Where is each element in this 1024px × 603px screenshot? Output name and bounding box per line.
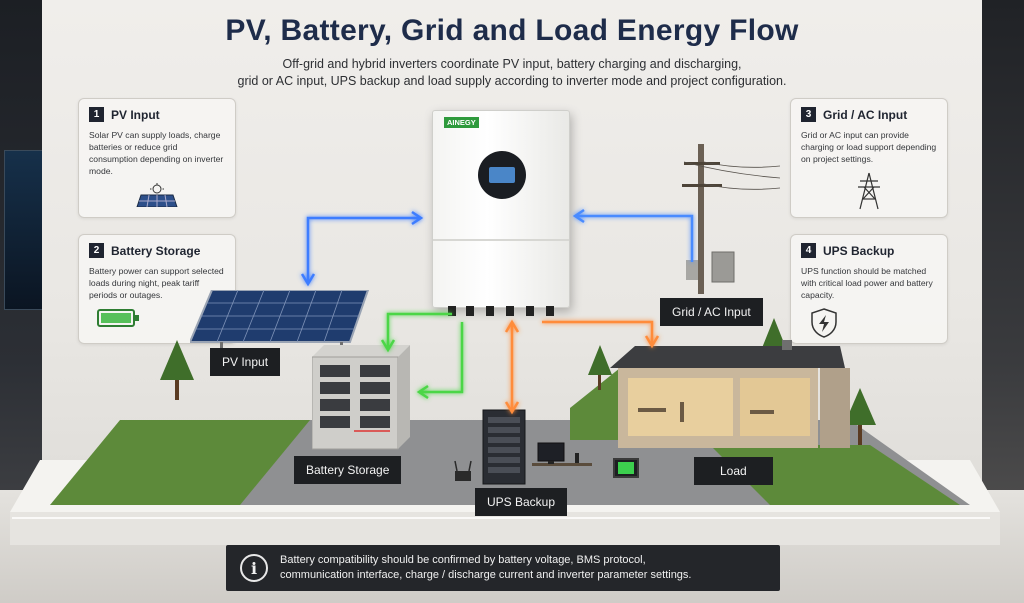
grass-house [570, 360, 630, 440]
inverter-terminals [448, 306, 554, 316]
card-title: PV Input [111, 107, 160, 122]
utility-pole [682, 144, 780, 294]
inverter-brand-logo: AINEGY [444, 117, 479, 128]
card-text: Solar PV can supply loads, charge batter… [89, 130, 224, 176]
card-number: 2 [89, 243, 104, 258]
load-display-icon [613, 458, 639, 478]
inverter-lcd [489, 167, 515, 183]
solar-panel-array [190, 290, 370, 364]
card-text: Battery power can support selected loads… [89, 266, 224, 300]
tree [160, 340, 194, 400]
card-text: UPS function should be matched with crit… [801, 266, 933, 300]
label-pv-input: PV Input [210, 348, 281, 376]
info-card-ups-backup: 4 UPS Backup UPS function should be matc… [790, 234, 948, 344]
tree [588, 345, 612, 390]
page-title: PV, Battery, Grid and Load Energy Flow [225, 14, 799, 47]
label-ups-backup: UPS Backup [475, 488, 568, 516]
ups-rack [454, 409, 592, 485]
inverter-display [478, 151, 526, 199]
card-number: 1 [89, 107, 104, 122]
card-title: Battery Storage [111, 243, 201, 258]
notice-text: Battery compatibility should be confirme… [280, 554, 692, 581]
card-title: UPS Backup [823, 243, 895, 258]
card-number: 3 [801, 107, 816, 122]
solar-panel-icon [89, 183, 225, 207]
info-card-pv-input: 1 PV Input Solar PV can supply loads, ch… [78, 98, 236, 218]
hybrid-inverter: AINEGY [432, 110, 570, 308]
label-load: Load [694, 457, 773, 485]
shield-bolt-icon [801, 307, 937, 339]
battery-icon [89, 307, 225, 329]
label-grid-ac-input: Grid / AC Input [660, 298, 763, 326]
page-subtitle: Off-grid and hybrid inverters coordinate… [237, 57, 787, 88]
load-flow-arrow [542, 320, 660, 349]
pv-flow-arrow [300, 210, 424, 287]
card-title: Grid / AC Input [823, 107, 908, 122]
compatibility-notice: i Battery compatibility should be confir… [226, 545, 780, 591]
transmission-tower-icon [801, 171, 937, 211]
card-number: 4 [801, 243, 816, 258]
label-battery-storage: Battery Storage [294, 456, 402, 484]
battery-flow-arrow [380, 312, 464, 400]
tree [844, 388, 876, 445]
grass-left [50, 420, 310, 505]
info-card-grid-ac-input: 3 Grid / AC Input Grid or AC input can p… [790, 98, 948, 218]
grid-flow-arrow [572, 208, 694, 262]
ups-flow-arrow [504, 319, 520, 415]
battery-cabinet [312, 345, 410, 450]
info-icon: i [240, 554, 268, 582]
load-house [610, 340, 850, 448]
card-text: Grid or AC input can provide charging or… [801, 130, 937, 164]
platform-front [10, 512, 1000, 545]
inverter-panel-divider [433, 239, 569, 241]
